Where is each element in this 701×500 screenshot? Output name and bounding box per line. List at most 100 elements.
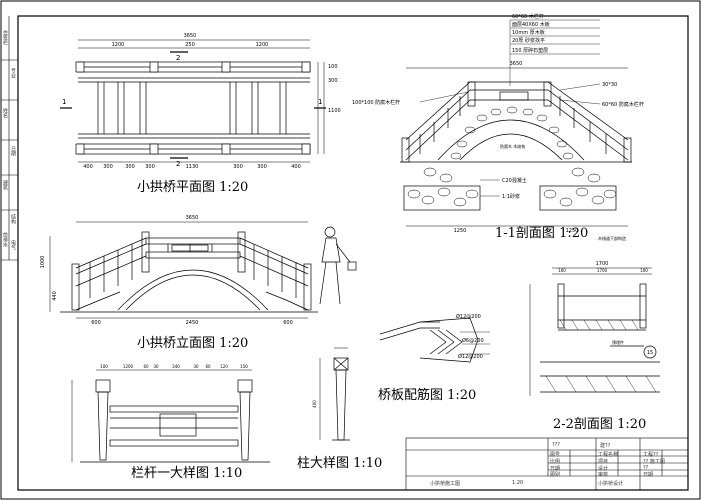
tb-right-2: 工程??	[643, 452, 659, 458]
tb-row-3b: 日期	[550, 466, 561, 472]
strip-label-2: 专业	[10, 68, 16, 78]
plan-mark-left: 1	[62, 98, 66, 106]
tb-project: 小拱桥设计	[598, 481, 624, 487]
plan-mark-right: 1	[318, 98, 322, 106]
callout-leaders	[419, 19, 601, 197]
sec2-part-2: 1700	[597, 268, 608, 273]
plan-mark-top: 2	[176, 54, 180, 62]
sec1-total-dim: 3650	[510, 61, 523, 67]
plan-bot-dim-4: 300	[145, 164, 155, 170]
tb-row-2a: 项目	[598, 459, 609, 465]
callout-layer-2: 面层40X60 木板	[512, 21, 550, 28]
section-2-title: 2-2剖面图 1:20	[553, 417, 647, 432]
post-view	[319, 347, 350, 441]
railing-view	[71, 369, 270, 463]
elev-bot-dim-2: 2450	[186, 320, 199, 326]
rail-dim-1: 100	[100, 364, 108, 369]
strip-label-6: 结构	[10, 214, 16, 224]
plan-bot-dim-2: 300	[103, 164, 113, 170]
plan-bot-dim-1: 400	[83, 164, 93, 170]
left-strip	[1, 16, 18, 261]
section-2-view	[529, 267, 660, 396]
tb-bottom-code: 1:20	[512, 480, 524, 486]
title-block	[405, 437, 689, 491]
rail-dim-9: 150	[240, 364, 248, 369]
callout-layer-3: 10mm 厚木板	[512, 29, 545, 36]
plan-bot-dim-8: 400	[291, 164, 301, 170]
callout-section-note: 防腐木 木结构	[500, 143, 525, 149]
callout-c20: C20混凝土	[502, 177, 527, 184]
rebar-view	[379, 317, 490, 363]
tb-row-3a: 设计	[598, 466, 609, 472]
rail-dim-3: 60	[143, 364, 149, 369]
elev-bot-dim-1: 600	[91, 320, 101, 326]
callout-layer-5: 150 厚碎石垫层	[512, 47, 548, 54]
plan-bot-dim-5: 1130	[186, 164, 199, 170]
strip-label-5: 建筑	[2, 180, 8, 190]
callout-layer-4: 20厚 砂浆找平	[512, 37, 545, 44]
sec2-part-1: 100	[558, 268, 566, 273]
rebar-label-3: Ø12@200	[458, 353, 483, 360]
post-height-dim: 400	[312, 400, 317, 408]
callout-handrail-left: 100*100 防腐木栏杆	[352, 99, 400, 106]
callout-layer-1: 60*60 木栏杆	[512, 13, 544, 20]
sec2-total-dim: 1700	[596, 261, 609, 267]
tb-right-3: ?? 施工图	[643, 459, 665, 465]
sec2-note: 预埋件	[612, 339, 624, 345]
tb-row-1a: 工程名称	[598, 452, 619, 458]
plan-view	[60, 39, 326, 163]
tb-row-4b: 图别	[550, 472, 561, 478]
tb-right-5: 日期	[643, 472, 654, 478]
person-figure	[319, 226, 357, 305]
strip-label-7: 给排水	[2, 232, 8, 247]
elev-total-dim: 3650	[186, 215, 199, 221]
rebar-title: 桥板配筋图 1:20	[378, 388, 477, 403]
plan-top-dim-3: 1200	[256, 42, 269, 48]
plan-bot-dim-6: 300	[233, 164, 243, 170]
stone-texture	[407, 106, 617, 207]
plan-title: 小拱桥平面图 1:20	[137, 180, 249, 195]
railing-title: 栏杆一大样图 1:10	[131, 466, 243, 481]
inner-border	[17, 15, 689, 491]
rail-dim-6: 30	[193, 364, 199, 369]
callout-top-note: 30*30	[602, 82, 617, 88]
tb-row-1b: 图号	[550, 452, 561, 458]
rebar-label-1: Ø12@200	[456, 313, 481, 320]
strip-label-4: 日期	[10, 146, 16, 156]
strip-label-8: 电气	[10, 240, 16, 250]
rail-dim-5: 340	[172, 364, 180, 369]
tb-right-4: ??	[643, 465, 649, 471]
plan-total-dim: 3650	[184, 33, 197, 39]
elev-height-dim: 1000	[40, 256, 46, 269]
callout-handrail-right: 60*60 防腐木栏杆	[602, 101, 644, 108]
plan-top-dim-1: 1200	[112, 42, 125, 48]
rail-dim-8: 120	[220, 364, 228, 369]
elev-bot-dim-3: 600	[283, 320, 293, 326]
rebar-label-2: Ø6@200	[462, 337, 484, 344]
tb-row-4a: 审核	[598, 472, 609, 478]
elevation-title: 小拱桥立面图 1:20	[137, 336, 249, 351]
sec2-part-3: 100	[640, 268, 648, 273]
sec1-bot-dim-2: 1250	[566, 228, 579, 234]
plan-mark-bottom: 2	[176, 160, 180, 168]
plan-bot-dim-3: 300	[125, 164, 135, 170]
sec2-hatch	[545, 319, 657, 393]
rail-dim-7: 60	[205, 364, 211, 369]
section-1-view	[400, 67, 632, 227]
tb-bottom-left: 小拱桥施工图	[430, 481, 461, 487]
rail-dim-2: 1200	[123, 364, 134, 369]
plan-top-dim-2: 250	[185, 42, 195, 48]
tb-row-2b: 比例	[550, 459, 561, 465]
post-title: 柱大样图 1:10	[297, 456, 383, 471]
tb-right-1: 建??	[600, 443, 611, 449]
tb-sheet-no: ???	[552, 442, 560, 448]
elevation-view	[49, 221, 318, 319]
elev-sub-dim: 440	[52, 291, 58, 301]
strip-label-3: 姓名	[2, 108, 8, 118]
sec1-bot-dim-1: 1250	[454, 228, 467, 234]
sec2-mark: 15	[647, 350, 653, 356]
rail-dim-4: 30	[153, 364, 159, 369]
strip-label-1: 会签栏	[2, 30, 8, 45]
